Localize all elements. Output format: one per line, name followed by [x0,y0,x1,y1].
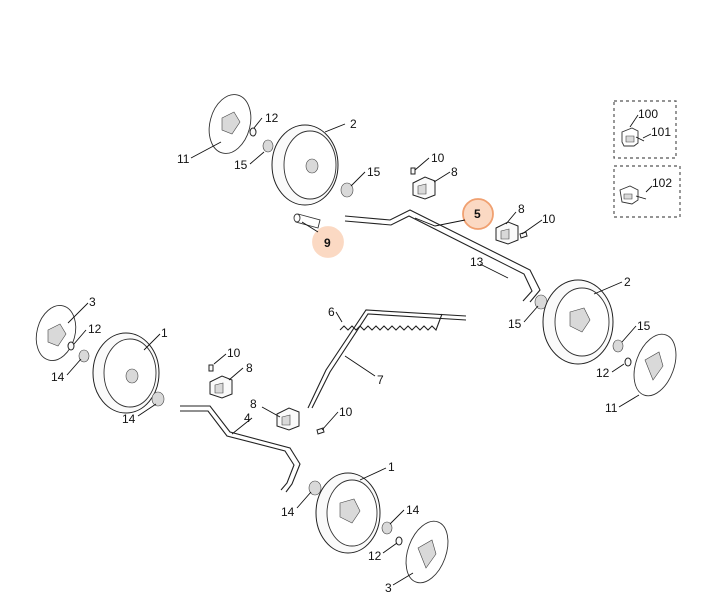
grip-9[interactable] [293,213,321,229]
callout-1-left[interactable]: 1 [161,326,168,340]
bracket-8-lower-right[interactable] [276,407,300,431]
callout-10-lower-left[interactable]: 10 [227,346,241,360]
callout-14-left-inner[interactable]: 14 [122,412,136,426]
hub-cap-11-right[interactable] [626,328,684,401]
callout-8-lower-right[interactable]: 8 [250,397,257,411]
callout-8-upper-left[interactable]: 8 [451,165,458,179]
callout-15-right-outer[interactable]: 15 [637,319,651,333]
hub-cap-11-upper[interactable] [203,90,257,158]
callout-4[interactable]: 4 [244,411,251,425]
callout-12-upper[interactable]: 12 [265,111,279,125]
callout-1-bottom[interactable]: 1 [388,460,395,474]
callout-15-right-inner[interactable]: 15 [508,317,522,331]
callout-102[interactable]: 102 [652,176,672,190]
callout-14-bottom-outer[interactable]: 14 [281,505,295,519]
washer-12-upper [249,127,257,137]
callout-12-left[interactable]: 12 [88,322,102,336]
bushing-14-left-inner [151,391,165,407]
callout-14-left-outer[interactable]: 14 [51,370,65,384]
callout-15-upper-left[interactable]: 15 [234,158,248,172]
callout-3-bottom[interactable]: 3 [385,581,392,595]
leader-lines [66,114,653,586]
callout-12-bottom[interactable]: 12 [368,549,382,563]
inset-box-102[interactable] [613,165,681,218]
callout-10-upper-left[interactable]: 10 [431,151,445,165]
callout-100[interactable]: 100 [638,107,658,121]
callout-3-left[interactable]: 3 [89,295,96,309]
callout-9[interactable]: 9 [324,236,331,250]
front-axle-4[interactable] [180,405,301,493]
callout-2-upper[interactable]: 2 [350,117,357,131]
washer-12-bottom [395,536,403,546]
wheel-2-right[interactable] [542,279,614,365]
bracket-8-upper-right[interactable] [495,221,519,245]
wheel-1-left[interactable] [92,332,160,414]
callout-8-lower-left[interactable]: 8 [246,361,253,375]
callout-6[interactable]: 6 [328,305,335,319]
callout-12-right[interactable]: 12 [596,366,610,380]
height-lever-7[interactable] [307,309,467,409]
spring-6[interactable] [339,313,443,331]
bushing-14-bottom-inner [381,521,393,535]
inset-box-100-101[interactable] [613,100,677,159]
bushing-15-upper-mid [340,182,354,198]
washer-12-right [624,357,632,367]
washer-12-left [67,341,75,351]
bushing-15-right-outer [612,339,624,353]
highlight-callout-9[interactable] [312,226,344,258]
callout-101[interactable]: 101 [651,125,671,139]
callout-7[interactable]: 7 [377,373,384,387]
screw-10-lower-left [208,364,214,372]
callout-2-right[interactable]: 2 [624,275,631,289]
bracket-8-lower-left[interactable] [209,375,233,399]
callout-11-right[interactable]: 11 [605,401,618,415]
screw-10-upper-left [410,167,416,175]
callout-11-upper[interactable]: 11 [177,152,190,166]
bushing-14-bottom-outer [308,480,322,496]
callout-14-bottom-inner[interactable]: 14 [406,503,420,517]
bracket-8-upper-left[interactable] [412,176,436,200]
hub-cap-3-left[interactable] [30,301,81,365]
bushing-14-left-outer [78,349,90,363]
callout-13[interactable]: 13 [470,255,484,269]
callout-8-upper-right[interactable]: 8 [518,202,525,216]
wheel-2-upper[interactable] [271,124,339,206]
bushing-15-upper-left [262,139,274,153]
wheel-1-bottom[interactable] [315,472,381,554]
callout-10-lower-right[interactable]: 10 [339,405,353,419]
hub-cap-3-bottom[interactable] [398,515,456,588]
callout-15-upper-mid[interactable]: 15 [367,165,381,179]
rear-axle-5[interactable] [344,209,541,303]
highlight-callout-5[interactable] [462,198,494,230]
callout-10-upper-right[interactable]: 10 [542,212,556,226]
callout-5[interactable]: 5 [474,207,481,221]
